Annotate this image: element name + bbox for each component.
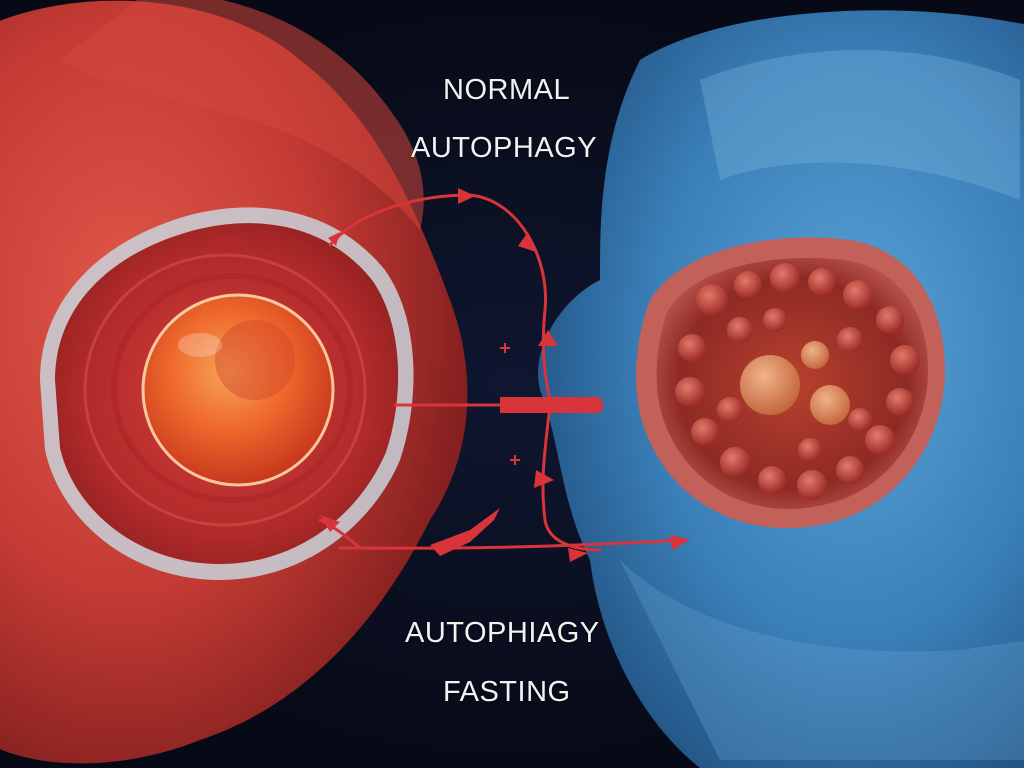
autophagosome-vesicles	[675, 263, 920, 500]
label-autophiagy: AUTOPHIAGY	[405, 617, 600, 649]
label-fasting: FASTING	[443, 676, 571, 708]
plus-markers	[500, 343, 520, 465]
label-normal: NORMAL	[443, 74, 571, 106]
fasting-cell	[538, 10, 1024, 768]
label-autophagy: AUTOPHAGY	[411, 132, 598, 164]
organelle	[801, 341, 829, 369]
pathway-arrows	[318, 193, 687, 552]
organelle	[810, 385, 850, 425]
normal-cell	[0, 0, 468, 764]
nucleus	[143, 295, 333, 485]
organelle	[740, 355, 800, 415]
arrow-heads	[320, 188, 690, 562]
